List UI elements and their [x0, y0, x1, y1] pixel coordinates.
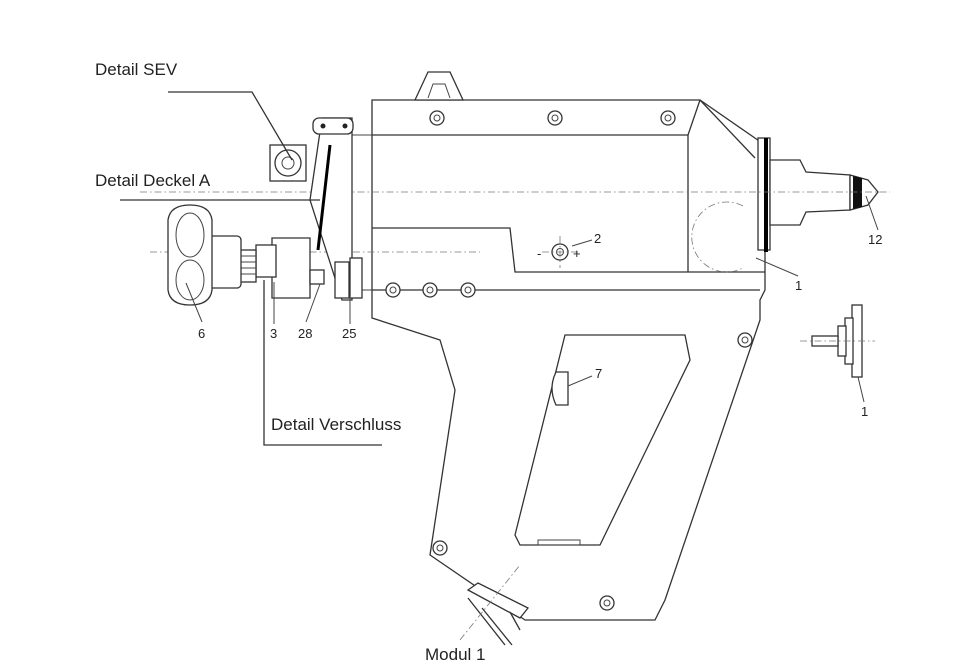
cover-black-edge [316, 144, 332, 251]
label-part-6: 6 [198, 326, 205, 341]
cover-tab-dot-1 [320, 123, 326, 129]
trigger [551, 371, 569, 406]
hidden-circle [691, 201, 744, 273]
label-detail-verschluss: Detail Verschluss [271, 415, 401, 434]
side-screw [737, 332, 753, 348]
screw-top-1 [429, 110, 445, 126]
cable-centerline [459, 564, 521, 641]
cover-tab-dot-2 [342, 123, 348, 129]
lock-block [271, 237, 311, 299]
label-part-1-main: 1 [795, 278, 802, 293]
rail-screw-3 [460, 282, 476, 298]
leader-12 [865, 195, 879, 231]
thread-marks [240, 255, 256, 275]
shaft [255, 244, 277, 278]
leader-detail-sev [168, 91, 293, 161]
nozzle-body [769, 159, 851, 226]
handle-knob [167, 204, 213, 306]
lock-nut [349, 257, 363, 299]
lock-bolt [309, 269, 325, 285]
top-lug [413, 71, 465, 101]
loose-part-1 [800, 304, 875, 378]
label-modul-1: Modul 1 [425, 645, 485, 664]
lower-housing-line [372, 227, 765, 273]
rail-screw-1 [385, 282, 401, 298]
grip-screw-1 [432, 540, 448, 556]
leader-1-part [857, 376, 865, 403]
cover-top-tab [312, 117, 354, 135]
screw-top-3 [660, 110, 676, 126]
leader-6 [185, 282, 203, 323]
label-part-2: 2 [594, 231, 601, 246]
label-part-25: 25 [342, 326, 356, 341]
lock-small-block [334, 261, 350, 299]
knob-upper-lobe [175, 212, 205, 258]
leader-28 [305, 283, 321, 323]
cable-1 [467, 597, 506, 646]
chamfer-line [699, 99, 756, 159]
sev-knob [274, 149, 302, 177]
nozzle-tip-band [853, 176, 862, 209]
grip-screw-2 [599, 595, 615, 611]
label-plus: + [573, 246, 581, 261]
leader-7 [567, 375, 593, 387]
cable-3 [509, 611, 521, 631]
cable-2 [481, 607, 513, 646]
label-part-1-loose: 1 [861, 404, 868, 419]
label-part-3: 3 [270, 326, 277, 341]
label-part-28: 28 [298, 326, 312, 341]
sev-knob-inner [281, 156, 295, 170]
label-part-7: 7 [595, 366, 602, 381]
leader-1-main [755, 257, 799, 277]
grip-slot [537, 539, 581, 546]
screw-top-2 [547, 110, 563, 126]
cable-connector [466, 582, 530, 619]
knob-lower-lobe [175, 259, 205, 301]
label-detail-sev: Detail SEV [95, 60, 178, 79]
leader-2 [571, 239, 593, 247]
label-detail-deckel-a: Detail Deckel A [95, 171, 211, 190]
adjuster-screw [542, 236, 580, 268]
label-minus: - [537, 246, 541, 261]
rail-screw-2 [422, 282, 438, 298]
label-part-12: 12 [868, 232, 882, 247]
top-lug-hole [427, 83, 451, 99]
threaded-section [239, 249, 257, 283]
leader-detail-verschluss [263, 280, 382, 446]
